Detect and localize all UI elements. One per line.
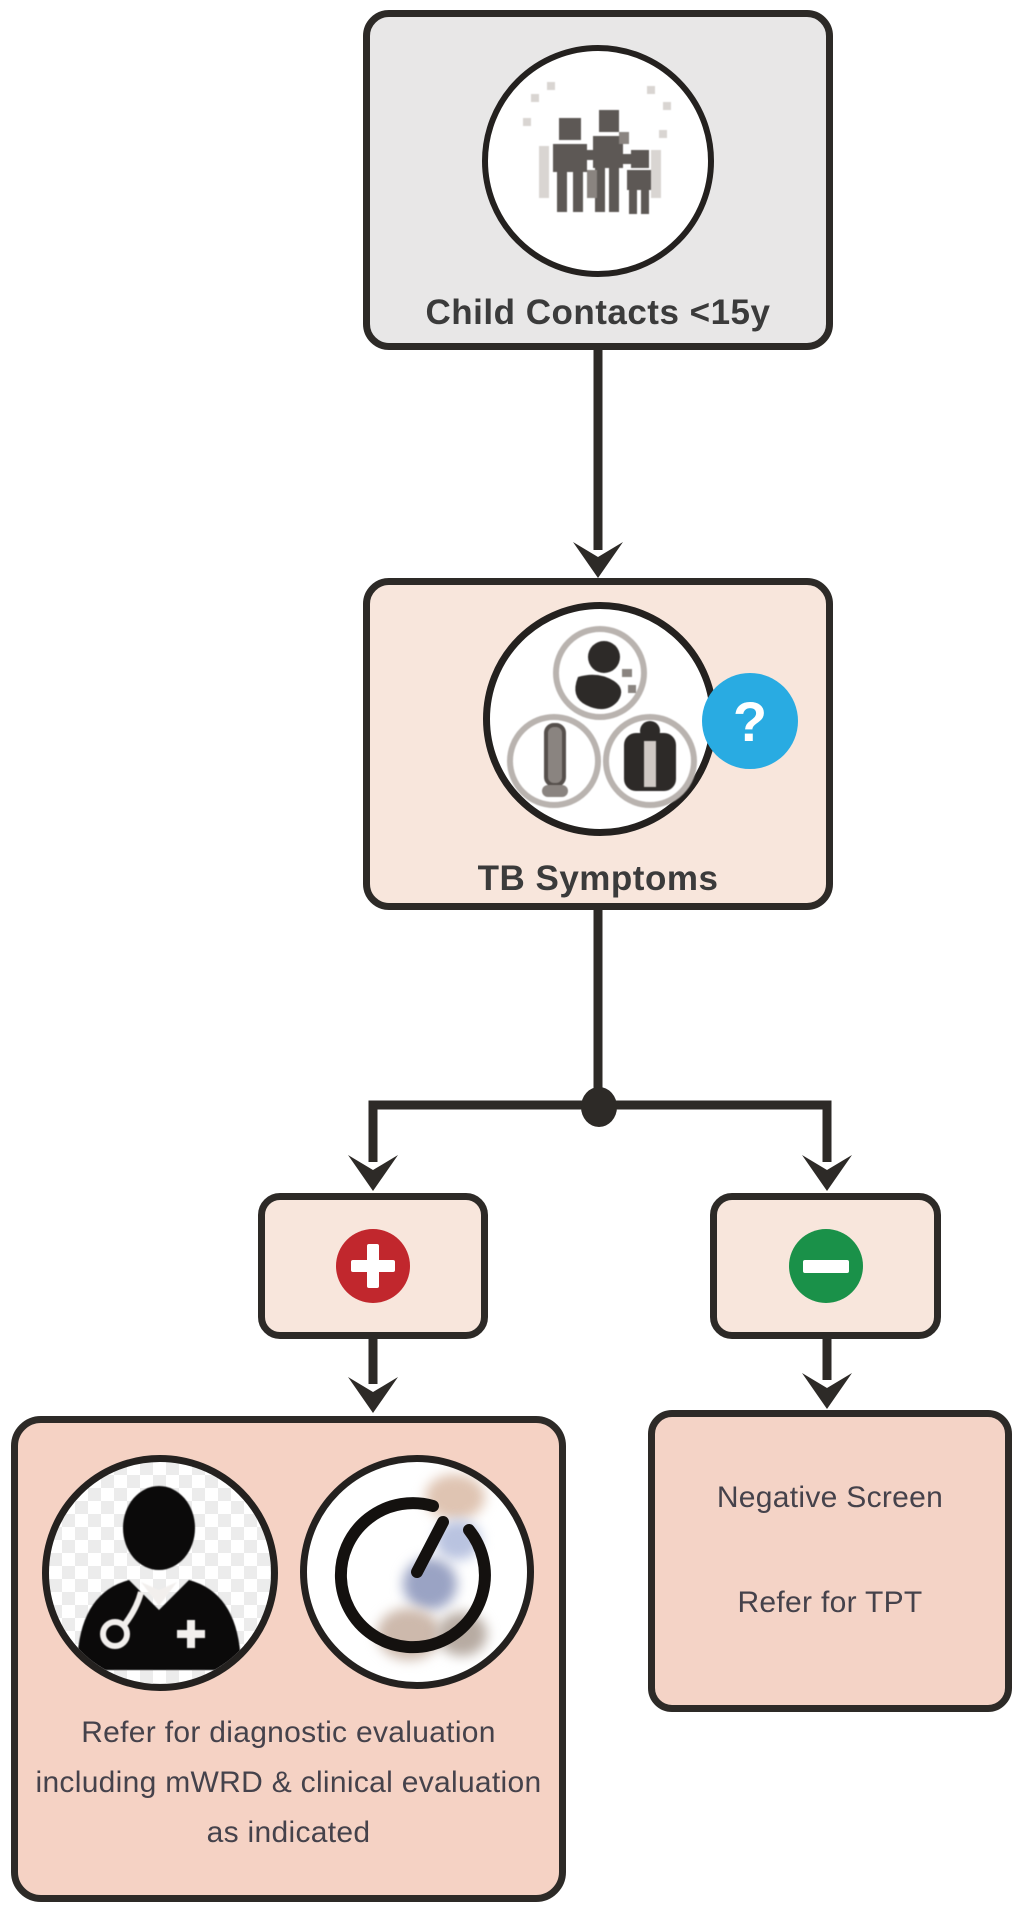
lungs-icon bbox=[603, 714, 697, 808]
diagnostic-line-1: Refer for diagnostic evaluation bbox=[81, 1716, 496, 1749]
node-diagnostic-referral: Refer for diagnostic evaluation includin… bbox=[11, 1416, 566, 1902]
family-icon bbox=[523, 82, 671, 214]
arrowhead-screen bbox=[802, 1373, 852, 1409]
tb-symptoms-icons bbox=[507, 626, 697, 808]
node-child-contacts: Child Contacts <15y bbox=[363, 10, 833, 350]
doctor-icon-circle bbox=[42, 1455, 278, 1691]
tb-symptoms-icon-circle bbox=[483, 602, 717, 836]
follow-up-clock-icon-circle bbox=[300, 1455, 534, 1689]
diagnostic-line-3: as indicated bbox=[206, 1816, 371, 1849]
node-positive-branch bbox=[258, 1193, 488, 1339]
arrowhead-plus bbox=[348, 1155, 398, 1191]
arrowhead-diagnostic bbox=[348, 1377, 398, 1413]
cough-icon bbox=[553, 626, 647, 720]
node-tb-symptoms: ? TB Symptoms bbox=[363, 578, 833, 910]
arrowhead-minus bbox=[802, 1155, 852, 1191]
diagnostic-referral-text: Refer for diagnostic evaluation includin… bbox=[18, 1708, 559, 1858]
diagnostic-line-2: including mWRD & clinical evaluation bbox=[35, 1766, 542, 1799]
family-icon-circle bbox=[482, 45, 714, 277]
child-contacts-label: Child Contacts <15y bbox=[425, 293, 771, 332]
arrowhead-tb bbox=[573, 542, 623, 578]
node-negative-branch bbox=[710, 1193, 941, 1339]
doctor-icon bbox=[77, 1486, 241, 1670]
follow-up-clock-icon bbox=[334, 1497, 491, 1654]
node-negative-screen: Negative Screen Refer for TPT bbox=[648, 1410, 1012, 1712]
refer-tpt-label: Refer for TPT bbox=[737, 1586, 923, 1619]
tb-symptoms-label: TB Symptoms bbox=[477, 859, 719, 898]
question-icon: ? bbox=[702, 673, 798, 769]
plus-icon bbox=[336, 1229, 410, 1303]
minus-icon bbox=[788, 1229, 863, 1303]
negative-screen-label: Negative Screen bbox=[716, 1481, 944, 1514]
thermometer-icon bbox=[507, 714, 601, 808]
question-glyph: ? bbox=[732, 689, 768, 753]
junction-dot bbox=[581, 1087, 617, 1127]
